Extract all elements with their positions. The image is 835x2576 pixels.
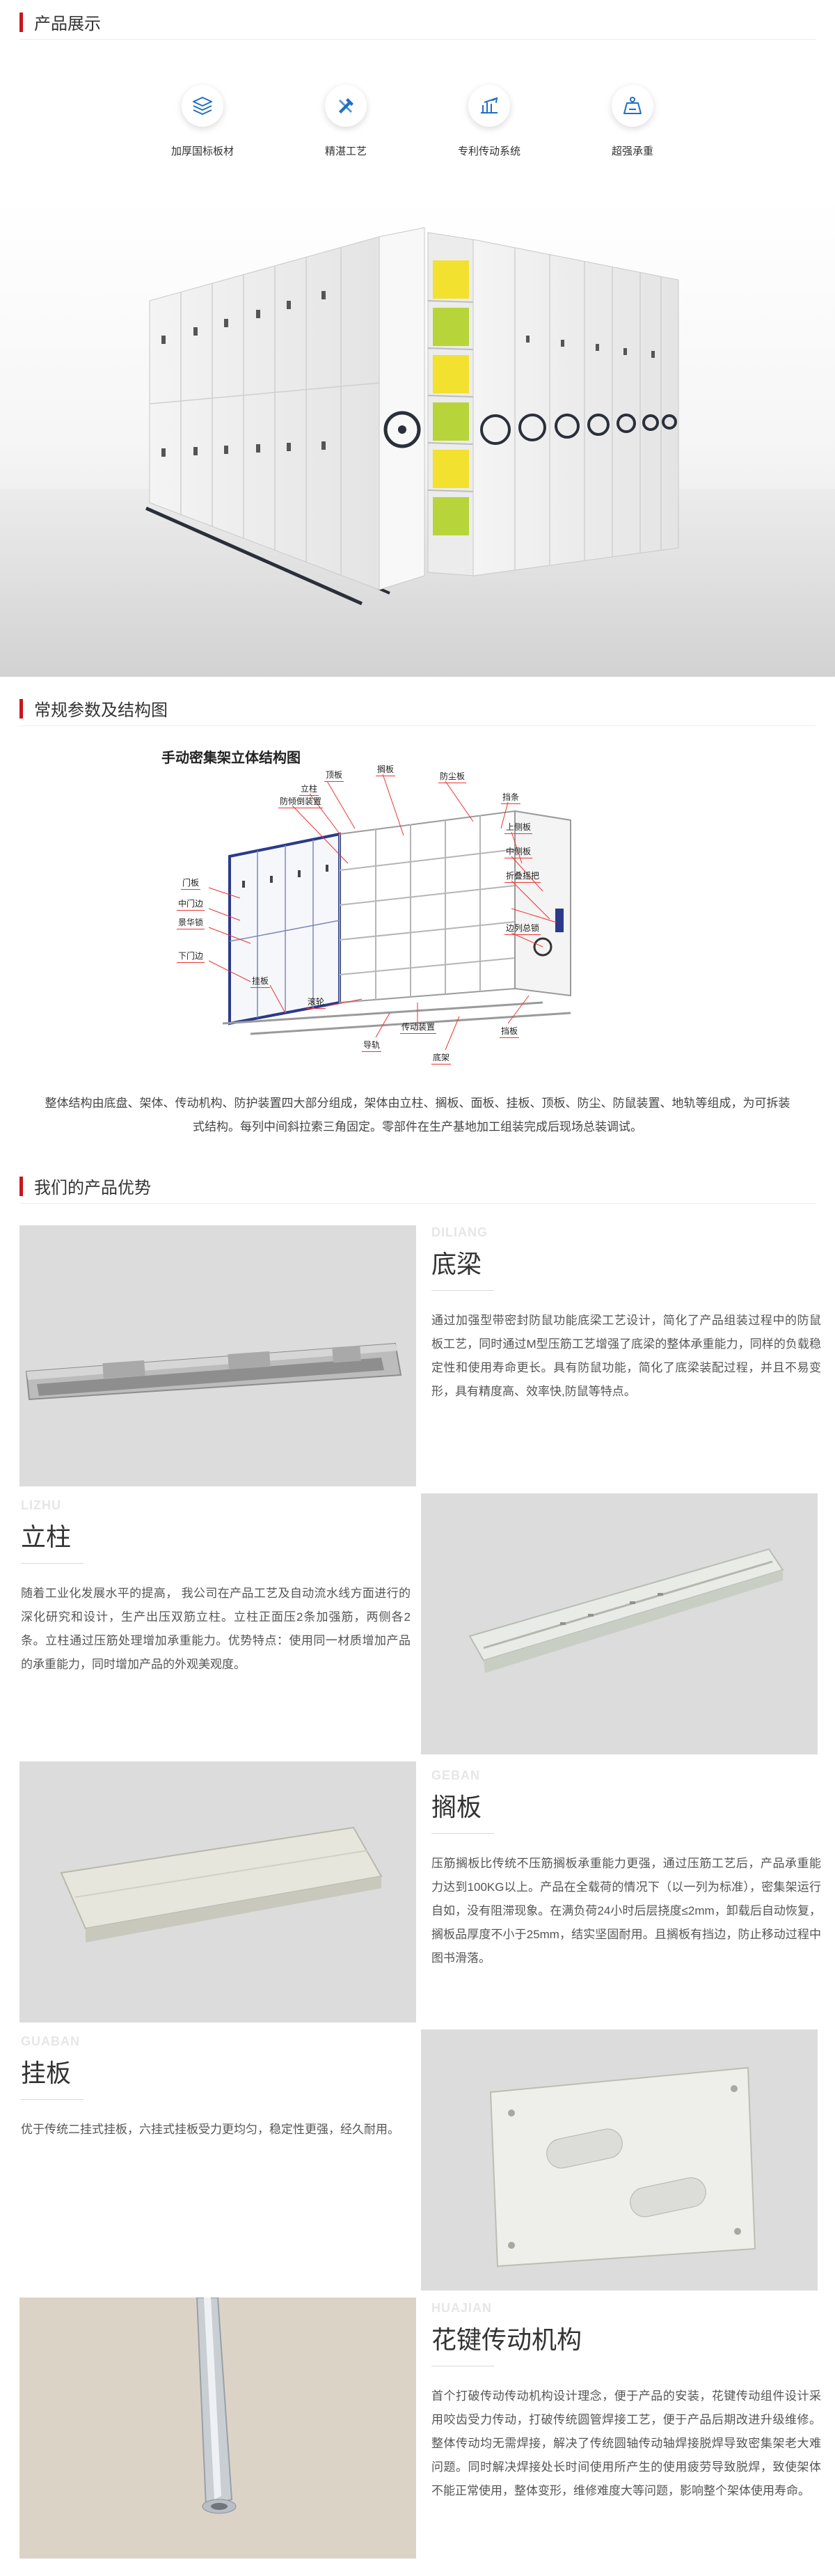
feature-label: 加厚国标板材: [170, 146, 234, 157]
advantage-body: 优于传统二挂式挂板，六挂式挂板受力更均匀，稳定性更强，经久耐用。: [21, 2123, 399, 2136]
callout-label: 折叠摇把: [504, 870, 541, 883]
transmission-icon: [468, 85, 510, 127]
advantage-text: GEBAN 搁板 压筋搁板比传统不压筋搁板承重能力更强，通过压筋工艺后，产品承重…: [431, 1768, 821, 1970]
advantage-text: LIZHU 立柱 随着工业化发展水平的提高， 我公司在产品工艺及自动流水线方面进…: [21, 1498, 411, 1676]
callout-label: 底架: [431, 1051, 452, 1065]
advantage-name: 立柱: [21, 1523, 72, 1551]
callout-label: 中侧板: [504, 845, 533, 858]
layers-icon: [182, 85, 223, 127]
product-hero-image: [0, 196, 835, 677]
section-title: 我们的产品优势: [34, 1179, 151, 1197]
advantage-pinyin: DILIANG: [431, 1225, 488, 1239]
advantage-pinyin: LIZHU: [21, 1498, 61, 1512]
advantage-rule: [431, 1290, 494, 1291]
advantage-body: 压筋搁板比传统不压筋搁板承重能力更强，通过压筋工艺后，产品承重能力达到100KG…: [431, 1857, 821, 1965]
callout-label: 门板: [181, 877, 201, 890]
callout-label: 立柱: [299, 783, 319, 796]
section-divider: [19, 1203, 816, 1204]
feature-label: 超强承重: [611, 146, 653, 157]
advantage-body: 首个打破传动传动机构设计理念，便于产品的安装，花键传动组件设计采用咬齿受力传动，…: [431, 2389, 821, 2497]
shelf-board-image: [19, 1761, 416, 2023]
advantage-name: 挂板: [21, 2059, 72, 2087]
advantage-text: GUABAN 挂板 优于传统二挂式挂板，六挂式挂板受力更均匀，稳定性更强，经久耐…: [21, 2034, 411, 2142]
callout-label: 下门边: [177, 950, 205, 963]
feature-label: 专利传动系统: [457, 146, 520, 157]
structure-diagram: 手动密集架立体结构图: [153, 738, 682, 1072]
callout-label: 滚轮: [306, 996, 326, 1009]
advantage-rule: [431, 1833, 494, 1834]
section-accent-bar: [19, 12, 23, 32]
section-divider: [19, 725, 816, 726]
callout-label: 挂板: [250, 975, 271, 988]
advantage-name: 花键传动机构: [431, 2325, 582, 2354]
advantage-text: DILIANG 底梁 通过加强型带密封防鼠功能底梁工艺设计，简化了产品组装过程中…: [431, 1225, 821, 1404]
callout-label: 搁板: [376, 763, 396, 776]
structure-description: 整体结构由底盘、架体、传动机构、防护装置四大部分组成，架体由立柱、搁板、面板、挂…: [45, 1097, 790, 1133]
callout-label: 挡板: [500, 1025, 520, 1038]
feature-list: 加厚国标板材 精湛工艺 专利传动系统 超强承重: [0, 85, 835, 158]
bottom-beam-image: [19, 1225, 416, 1486]
tools-icon: [325, 85, 367, 127]
callout-label: 中门边: [177, 897, 205, 911]
callout-label: 传动装置: [400, 1021, 437, 1034]
section-header-advantages: 我们的产品优势: [19, 1174, 151, 1198]
diagram-title: 手动密集架立体结构图: [161, 751, 301, 766]
advantage-name: 搁板: [431, 1793, 482, 1821]
callout-label: 边列总锁: [504, 922, 541, 935]
callout-label: 导轨: [362, 1039, 382, 1052]
section-divider: [19, 39, 816, 40]
advantage-name: 底梁: [431, 1250, 482, 1278]
feature-label: 精湛工艺: [324, 146, 367, 157]
advantage-pinyin: GUABAN: [21, 2034, 80, 2048]
weight-icon: [612, 85, 653, 127]
section-title: 常规参数及结构图: [34, 701, 168, 720]
section-header-params: 常规参数及结构图: [19, 696, 168, 721]
section-accent-bar: [19, 698, 23, 718]
advantage-pinyin: GEBAN: [431, 1768, 481, 1782]
spline-shaft-image: [19, 2298, 416, 2559]
callout-label: 挡条: [501, 791, 521, 804]
section-title: 产品展示: [34, 15, 101, 33]
advantage-pinyin: HUAJIAN: [431, 2301, 493, 2315]
advantage-body: 通过加强型带密封防鼠功能底梁工艺设计，简化了产品组装过程中的防鼠板工艺，同时通过…: [431, 1314, 821, 1398]
section-accent-bar: [19, 1176, 23, 1196]
feature-item: 加厚国标板材: [150, 85, 255, 158]
advantage-body: 随着工业化发展水平的提高， 我公司在产品工艺及自动流水线方面进行的深化研究和设计…: [21, 1587, 411, 1671]
callout-label: 上侧板: [504, 821, 533, 834]
callout-label: 防尘板: [438, 770, 467, 783]
advantage-rule: [21, 2099, 84, 2100]
section-header-display: 产品展示: [19, 10, 101, 34]
feature-item: 专利传动系统: [437, 85, 541, 158]
hanging-plate-image: [421, 2029, 818, 2291]
column-image: [421, 1493, 818, 1754]
advantage-text: HUAJIAN 花键传动机构 首个打破传动传动机构设计理念，便于产品的安装，花键…: [431, 2301, 821, 2503]
feature-item: 超强承重: [580, 85, 685, 158]
callout-label: 顶板: [324, 769, 344, 782]
advantage-rule: [21, 1563, 84, 1564]
callout-label: 景华锁: [177, 916, 205, 929]
callout-label: 防倾倒装置: [278, 795, 324, 808]
feature-item: 精湛工艺: [294, 85, 398, 158]
